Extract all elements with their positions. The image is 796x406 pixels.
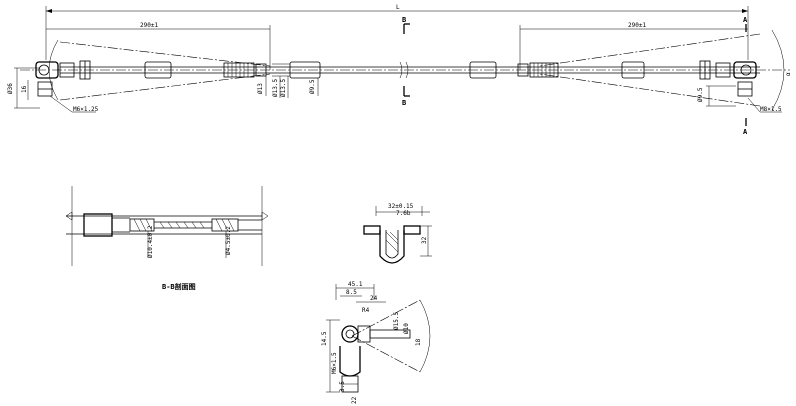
bottom-b-label: 24 xyxy=(370,295,378,302)
right-adjust-label: 290±1 xyxy=(628,22,646,29)
main-assembly-view: L 290±1 290±1 xyxy=(7,4,792,136)
bottom-f-label: Ø10 xyxy=(403,323,410,334)
section-b-view: Ø10.4±0.2 Ø4.5±0.2 B-B剖面图 xyxy=(65,186,269,291)
section-dim-left: Ø10.4±0.2 xyxy=(147,225,154,258)
top-size-label: 32±0.15 xyxy=(388,203,414,210)
bottom-a-label: 8.5 xyxy=(346,289,357,296)
center-dia-label: Ø9.5 xyxy=(309,79,316,94)
section-a-top: A xyxy=(743,16,748,24)
left-mid3-label: Ø13.5 xyxy=(280,79,287,97)
bottom-j-label: 18 xyxy=(415,338,422,346)
detail-rod-end-view: 45.1 8.5 24 14.5 M6×1.5 3.5 22 Ø15.5 Ø10… xyxy=(321,281,431,404)
bottom-g-label: 3.5 xyxy=(339,381,346,392)
right-offset-label: Ø9.5 xyxy=(697,87,704,102)
top-inner-label: 7.6b xyxy=(396,210,411,217)
left-adjust-label: 290±1 xyxy=(140,22,158,29)
overall-length-label: L xyxy=(396,4,400,11)
bottom-c-label: R4 xyxy=(362,307,370,314)
left-mid1-label: Ø13 xyxy=(257,83,264,94)
section-dim-right: Ø4.5±0.2 xyxy=(225,226,232,255)
bottom-h-label: 14.5 xyxy=(321,331,328,346)
section-caption: B-B剖面图 xyxy=(162,282,196,291)
section-b-bottom: B xyxy=(402,99,406,107)
bottom-i-label: 22 xyxy=(351,396,358,404)
right-thread-label: M8×1.5 xyxy=(760,106,782,113)
bottom-width-label: 45.1 xyxy=(348,281,363,288)
right-angle-label: α xyxy=(785,72,792,76)
left-height-label: Ø36 xyxy=(7,83,14,94)
detail-clevis-view: 32±0.15 7.6b 32 xyxy=(363,203,432,264)
bottom-d-label: Ø15.5 xyxy=(393,312,400,330)
top-height-label: 32 xyxy=(421,236,428,244)
section-b-top: B xyxy=(402,16,406,24)
bottom-e-label: M6×1.5 xyxy=(331,352,338,374)
left-offset-label: 16 xyxy=(21,85,28,93)
left-thread-label: M6×1.25 xyxy=(73,106,99,113)
left-mid2-label: Ø13.5 xyxy=(272,79,279,97)
section-a-bottom: A xyxy=(743,128,748,136)
